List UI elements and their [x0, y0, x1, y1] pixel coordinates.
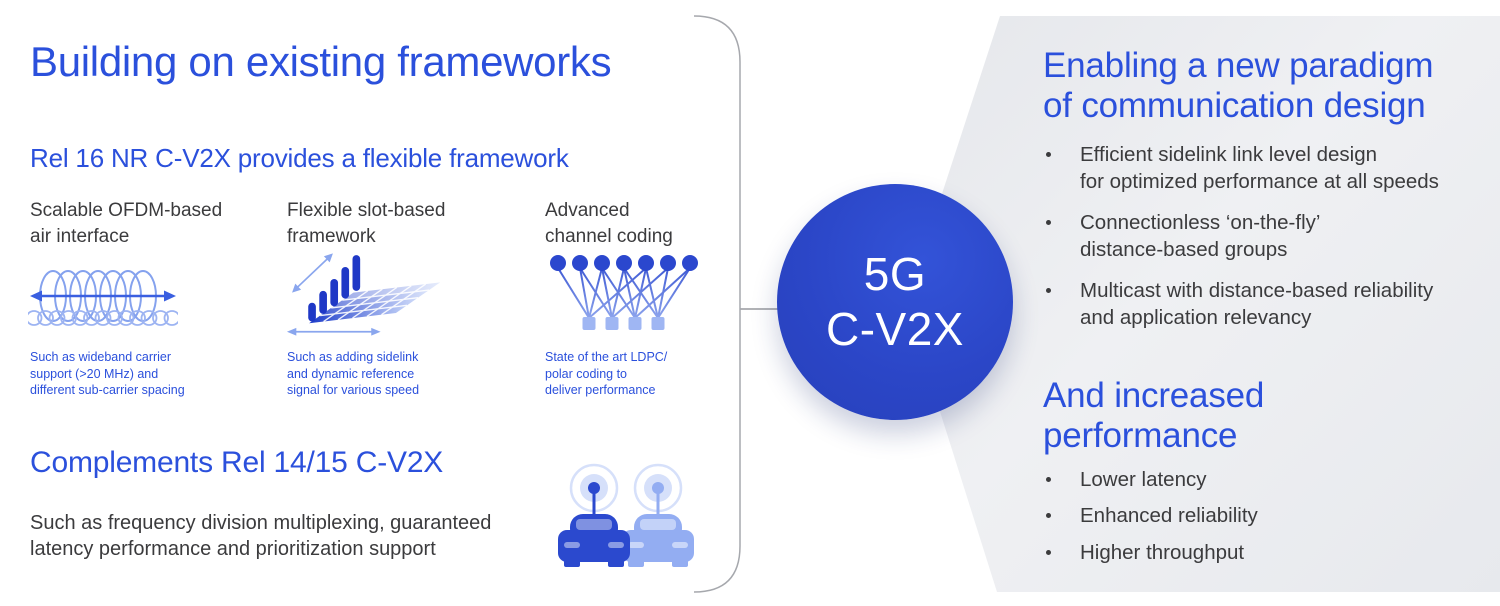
feature1-caption: Such as wideband carrier support (>20 MH… [30, 350, 185, 397]
bullet-item: Multicast with distance-based reliabilit… [1046, 277, 1439, 332]
bullet-dot [1046, 287, 1051, 293]
ldpc-graph-icon [550, 255, 698, 330]
bullet-item: Lower latency [1046, 466, 1258, 493]
bullet-text: Multicast with distance-based reliabilit… [1080, 278, 1434, 330]
feature3-caption: State of the art LDPC/ polar coding to d… [545, 350, 668, 397]
bullet-text: Lower latency [1080, 468, 1207, 491]
section2-heading: Complements Rel 14/15 C-V2X [30, 446, 444, 479]
feature2-caption: Such as adding sidelink and dynamic refe… [287, 350, 420, 397]
bullet-dot [1046, 549, 1051, 555]
right-section2-heading: And increased performance [1043, 376, 1265, 456]
bullet-item: Higher throughput [1046, 539, 1258, 566]
bullet-dot [1046, 219, 1051, 225]
feature2-title: Flexible slot-based framework [287, 200, 446, 248]
right-section2-bullets: Lower latency Enhanced reliability Highe… [1046, 466, 1258, 575]
left-panel-bracket [693, 15, 741, 593]
bullet-item: Enhanced reliability [1046, 502, 1258, 529]
feature1-title: Scalable OFDM-based air interface [30, 200, 223, 248]
bullet-dot [1046, 152, 1051, 157]
bullet-dot [1046, 477, 1051, 482]
page-title: Building on existing frameworks [30, 38, 612, 85]
bullet-text: Efficient sidelink link level design for… [1080, 143, 1439, 194]
right-panel-hexagon [906, 16, 1500, 592]
ofdm-waves-icon [28, 270, 178, 326]
bullet-item: Connectionless ‘on-the-fly’ distance-bas… [1046, 209, 1439, 264]
slot-grid-icon [286, 253, 441, 336]
5g-cv2x-badge: 5G C-V2X [777, 184, 1013, 420]
feature3-title: Advanced channel coding [545, 200, 673, 248]
right-section1-bullets: Efficient sidelink link level design for… [1046, 141, 1439, 345]
section1-heading: Rel 16 NR C-V2X provides a flexible fram… [30, 143, 569, 173]
badge-label: 5G C-V2X [826, 247, 964, 355]
bullet-text: Connectionless ‘on-the-fly’ distance-bas… [1080, 210, 1321, 262]
section2-body: Such as frequency division multiplexing,… [30, 512, 492, 560]
bullet-text: Enhanced reliability [1080, 504, 1258, 528]
connected-cars-icon [558, 463, 694, 567]
bullet-text: Higher throughput [1080, 540, 1245, 564]
right-section1-heading: Enabling a new paradigm of communication… [1043, 46, 1434, 126]
bullet-item: Efficient sidelink link level design for… [1046, 141, 1439, 196]
bullet-dot [1046, 513, 1051, 519]
